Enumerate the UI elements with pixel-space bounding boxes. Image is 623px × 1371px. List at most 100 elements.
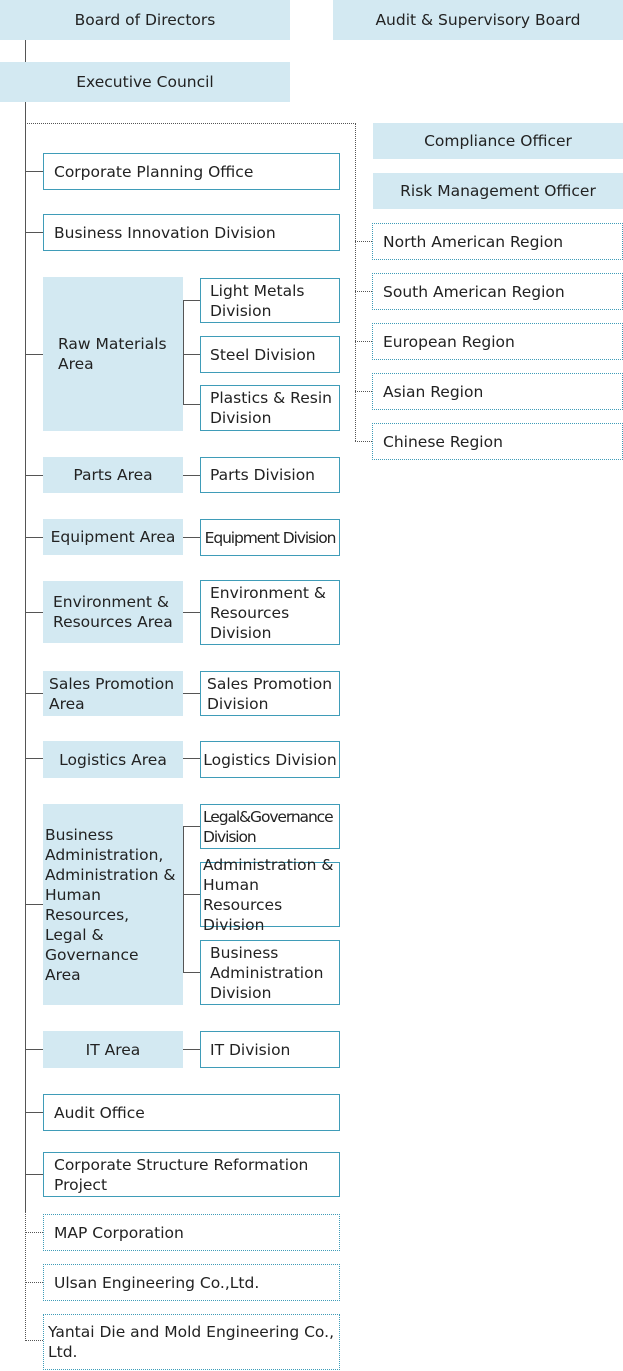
environment-resources-division-box: Environment & Resources Division — [200, 580, 340, 645]
steel-division-box: Steel Division — [200, 336, 340, 373]
affiliate-connector — [25, 1340, 43, 1341]
business-administration-division-box: Business Administration Division — [200, 940, 340, 1005]
affiliate-trunk-line — [25, 1212, 26, 1339]
affiliate-connector — [25, 1232, 43, 1233]
sales-promotion-area-box: Sales Promotion Area — [43, 671, 183, 716]
trunk-connector — [25, 1112, 43, 1113]
administration-hr-division-label: Administration & Human Resources Divisio… — [203, 855, 334, 934]
affiliate-ulsan-engineering: Ulsan Engineering Co.,Ltd. — [43, 1264, 340, 1301]
business-innovation-division-label: Business Innovation Division — [54, 223, 276, 242]
region-connector — [355, 291, 372, 292]
administration-legal-area-label: Business Administration, Administration … — [45, 825, 176, 984]
environment-resources-area-box: Environment & Resources Area — [43, 581, 183, 643]
division-connector — [183, 1049, 200, 1050]
affiliate-connector — [25, 1282, 43, 1283]
affiliate-label: MAP Corporation — [54, 1223, 184, 1242]
corporate-structure-reformation-label: Corporate Structure Reformation Project — [54, 1155, 309, 1194]
light-metals-division-label: Light Metals Division — [210, 281, 305, 320]
division-connector — [183, 894, 200, 895]
raw-materials-area-box: Raw Materials Area — [43, 277, 183, 431]
legal-governance-division-box: Legal&Governance Division — [200, 804, 340, 849]
equipment-area-box: Equipment Area — [43, 519, 183, 555]
audit-supervisory-board-box: Audit & Supervisory Board — [333, 0, 623, 40]
affiliate-yantai-die-mold: Yantai Die and Mold Engineering Co., Ltd… — [43, 1314, 340, 1370]
region-label: Chinese Region — [383, 432, 503, 451]
officer-branch-line — [25, 123, 356, 124]
region-connector — [355, 441, 372, 442]
audit-office-label: Audit Office — [54, 1103, 145, 1122]
trunk-connector — [25, 232, 43, 233]
region-connector — [355, 341, 372, 342]
trunk-connector — [25, 354, 43, 355]
steel-division-label: Steel Division — [210, 345, 316, 364]
trunk-connector — [25, 904, 43, 905]
light-metals-division-box: Light Metals Division — [200, 278, 340, 323]
board-trunk-line — [25, 40, 26, 62]
division-connector — [183, 693, 200, 694]
equipment-area-label: Equipment Area — [50, 528, 176, 546]
region-asian: Asian Region — [372, 373, 623, 410]
division-connector — [183, 404, 200, 405]
division-connector — [183, 612, 200, 613]
region-connector — [355, 391, 372, 392]
logistics-division-box: Logistics Division — [200, 741, 340, 778]
region-label: South American Region — [383, 282, 565, 301]
trunk-connector — [25, 475, 43, 476]
corporate-structure-reformation-box: Corporate Structure Reformation Project — [43, 1152, 340, 1197]
compliance-officer-label: Compliance Officer — [424, 132, 572, 150]
it-area-label: IT Area — [85, 1040, 141, 1059]
it-division-label: IT Division — [210, 1040, 291, 1059]
trunk-connector — [25, 693, 43, 694]
raw-materials-area-label: Raw Materials Area — [58, 335, 167, 373]
division-connector — [183, 300, 200, 301]
trunk-connector — [25, 758, 43, 759]
affiliate-label: Ulsan Engineering Co.,Ltd. — [54, 1273, 260, 1292]
division-connector — [183, 758, 200, 759]
sales-promotion-division-label: Sales Promotion Division — [207, 674, 333, 713]
trunk-connector — [25, 171, 43, 172]
region-connector — [355, 241, 372, 242]
division-connector — [183, 354, 200, 355]
audit-office-box: Audit Office — [43, 1094, 340, 1131]
parts-division-label: Parts Division — [210, 466, 316, 484]
region-european: European Region — [372, 323, 623, 360]
division-connector — [183, 475, 200, 476]
region-label: North American Region — [383, 232, 564, 251]
administration-hr-division-box: Administration & Human Resources Divisio… — [200, 856, 340, 934]
it-division-box: IT Division — [200, 1031, 340, 1068]
environment-resources-division-label: Environment & Resources Division — [210, 583, 326, 642]
business-innovation-division-box: Business Innovation Division — [43, 214, 340, 251]
affiliate-label: Yantai Die and Mold Engineering Co., Ltd… — [48, 1323, 335, 1361]
affiliate-map-corporation: MAP Corporation — [43, 1214, 340, 1251]
division-connector — [183, 972, 200, 973]
division-connector — [183, 537, 200, 538]
risk-management-officer-box: Risk Management Officer — [373, 173, 623, 209]
logistics-division-label: Logistics Division — [203, 750, 337, 769]
board-of-directors-label: Board of Directors — [74, 11, 216, 29]
main-trunk-line — [25, 102, 26, 1212]
risk-management-officer-label: Risk Management Officer — [400, 182, 596, 200]
legal-governance-division-label: Legal&Governance Division — [203, 807, 334, 846]
region-south-american: South American Region — [372, 273, 623, 310]
it-area-box: IT Area — [43, 1031, 183, 1068]
logistics-area-box: Logistics Area — [43, 741, 183, 778]
corporate-planning-office-label: Corporate Planning Office — [54, 162, 254, 181]
region-north-american: North American Region — [372, 223, 623, 260]
region-chinese: Chinese Region — [372, 423, 623, 460]
audit-supervisory-board-label: Audit & Supervisory Board — [375, 11, 581, 29]
compliance-officer-box: Compliance Officer — [373, 123, 623, 159]
trunk-connector — [25, 537, 43, 538]
trunk-connector — [25, 612, 43, 613]
parts-area-box: Parts Area — [43, 457, 183, 493]
parts-area-label: Parts Area — [73, 466, 153, 484]
executive-council-label: Executive Council — [76, 73, 214, 91]
parts-division-box: Parts Division — [200, 457, 340, 493]
sales-promotion-area-label: Sales Promotion Area — [49, 674, 175, 713]
logistics-area-label: Logistics Area — [59, 750, 167, 769]
business-administration-division-label: Business Administration Division — [210, 943, 324, 1002]
plastics-resin-division-label: Plastics & Resin Division — [210, 389, 332, 427]
plastics-resin-division-box: Plastics & Resin Division — [200, 385, 340, 431]
division-connector — [183, 826, 200, 827]
region-label: European Region — [383, 332, 515, 351]
admin-branch-line — [183, 826, 184, 972]
